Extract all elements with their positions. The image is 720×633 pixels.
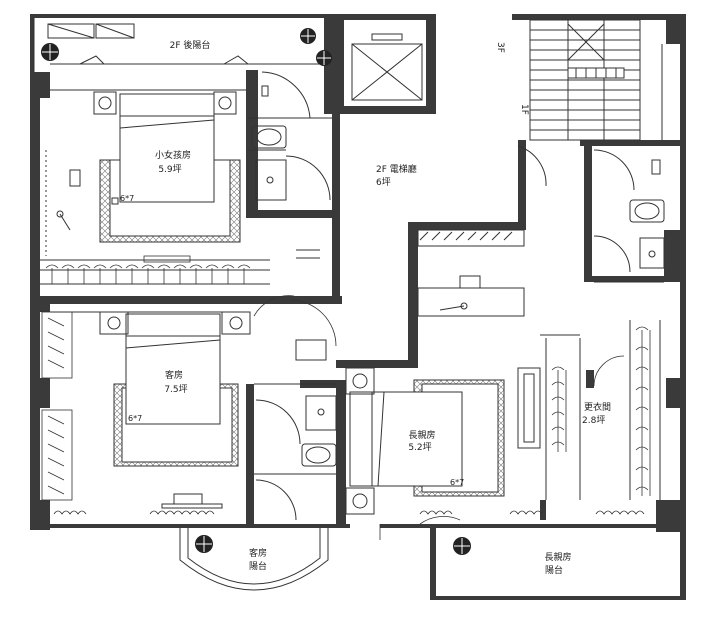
elevator (351, 33, 423, 101)
guest-room-furniture (99, 311, 251, 509)
wardrobe-guest (41, 311, 73, 501)
guest-balcony-sub: 陽台 (248, 562, 268, 572)
plant-leaves (42, 29, 470, 554)
wardrobe-row-girls (45, 255, 251, 284)
girls-room-furniture (45, 91, 241, 256)
elder-room-area: 5.2坪 (408, 443, 432, 453)
dressing-hangers (551, 326, 651, 496)
bathroom-girls (251, 71, 331, 201)
staircase (529, 19, 641, 141)
rear-balcony-details (47, 23, 249, 65)
hall-counter (296, 145, 547, 317)
elevator-hall-name: 2F 電梯廳 (376, 165, 417, 175)
door-swings (253, 295, 625, 540)
bathroom-right (593, 149, 665, 273)
stair-down-label: 1F (519, 104, 529, 115)
girls-room-name: 小女孩房 (154, 151, 192, 161)
girls-room-area: 5.9坪 (158, 165, 182, 175)
bed-tag: 6*7 (128, 414, 143, 423)
guest-room-area: 7.5坪 (164, 385, 188, 395)
bed-tag: 6*7 (450, 478, 465, 487)
stair-up-label: 3F (495, 42, 505, 53)
elder-room-furniture (345, 367, 541, 515)
guest-balcony-outline (179, 528, 329, 591)
elder-room-name: 長親房 (408, 431, 436, 441)
guest-balcony-name: 客房 (248, 549, 268, 559)
dressing-room-name: 更衣間 (584, 403, 612, 413)
dressing-room-area: 2.8坪 (582, 416, 606, 426)
bottom-ac-units (53, 510, 645, 515)
structural-walls (30, 14, 686, 600)
bathroom-guest (255, 339, 337, 521)
rear-balcony-label: 2F 後陽台 (169, 41, 211, 51)
partitions (33, 18, 664, 500)
elder-balcony-sub: 陽台 (544, 566, 564, 576)
bed-tag: 6*7 (120, 194, 135, 203)
elder-balcony-name: 長親房 (544, 553, 572, 563)
elevator-hall-area: 6坪 (376, 178, 391, 188)
guest-room-name: 客房 (164, 371, 184, 381)
